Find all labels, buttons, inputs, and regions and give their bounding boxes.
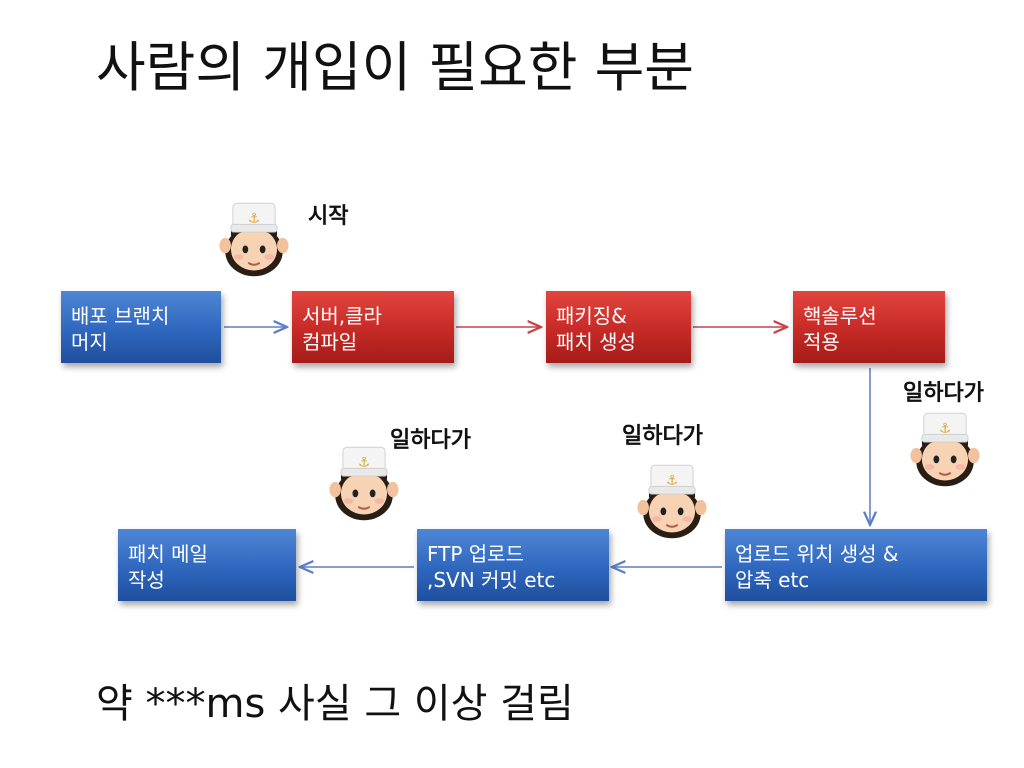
slide-footer-note: 약 ***ms 사실 그 이상 걸림 (96, 681, 574, 727)
step-upload-location: 업로드 위치 생성 & 압축 etc (725, 529, 987, 601)
slide-title: 사람의 개입이 필요한 부분 (96, 36, 694, 99)
step-branch-merge: 배포 브랜치 머지 (61, 291, 221, 363)
label-working-middle: 일하다가 (622, 424, 703, 449)
label-working-right: 일하다가 (903, 381, 984, 406)
svg-text:⚓: ⚓ (666, 473, 678, 488)
sailor-icon: ⚓ (219, 202, 289, 277)
svg-text:⚓: ⚓ (358, 455, 370, 470)
label-working-left: 일하다가 (390, 428, 471, 453)
svg-text:⚓: ⚓ (248, 211, 260, 226)
step-patch-mail: 패치 메일 작성 (118, 529, 296, 601)
sailor-icon: ⚓ (910, 412, 980, 487)
step-ftp-upload: FTP 업로드 ,SVN 커밋 etc (417, 529, 609, 601)
step-packaging: 패키징& 패치 생성 (546, 291, 691, 363)
label-start: 시작 (308, 204, 349, 229)
sailor-icon: ⚓ (329, 446, 399, 521)
step-hack-solution: 핵솔루션 적용 (793, 291, 945, 363)
sailor-icon: ⚓ (637, 464, 707, 539)
svg-text:⚓: ⚓ (939, 421, 951, 436)
step-compile: 서버,클라 컴파일 (292, 291, 454, 363)
